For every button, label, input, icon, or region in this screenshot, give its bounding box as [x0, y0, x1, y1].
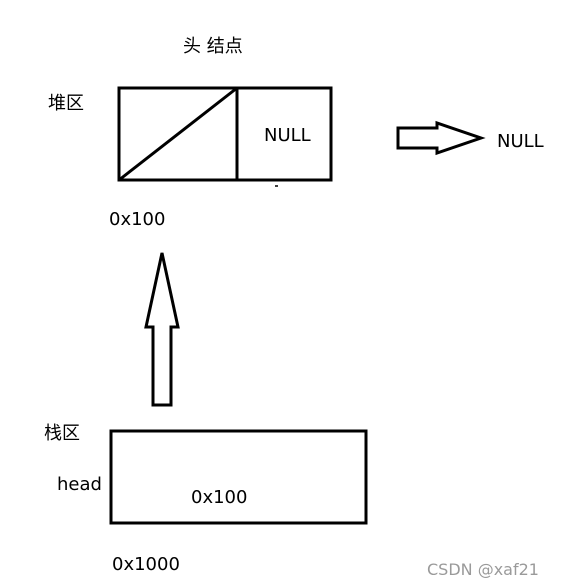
heap-head-node: NULL: [117, 86, 333, 187]
head-variable-address: 0x1000: [112, 554, 180, 575]
head-variable-name: head: [57, 474, 102, 495]
next-pointer-arrow: [396, 120, 486, 156]
heap-node-next-value: NULL: [264, 125, 311, 146]
heap-node-data-empty-slash: [118, 86, 238, 182]
heap-node-address: 0x100: [109, 209, 165, 230]
head-variable-value: 0x100: [191, 487, 247, 508]
heap-area-label: 堆区: [48, 93, 84, 114]
head-pointer-arrow: [144, 252, 180, 407]
head-node-title: 头 结点: [183, 36, 243, 57]
head-variable-cell: [109, 429, 368, 525]
csdn-watermark: CSDN @xaf21: [427, 560, 539, 579]
stack-area-label: 栈区: [44, 423, 80, 444]
pointer-target-null: NULL: [497, 131, 544, 152]
heap-node-next-cell: [235, 86, 333, 182]
